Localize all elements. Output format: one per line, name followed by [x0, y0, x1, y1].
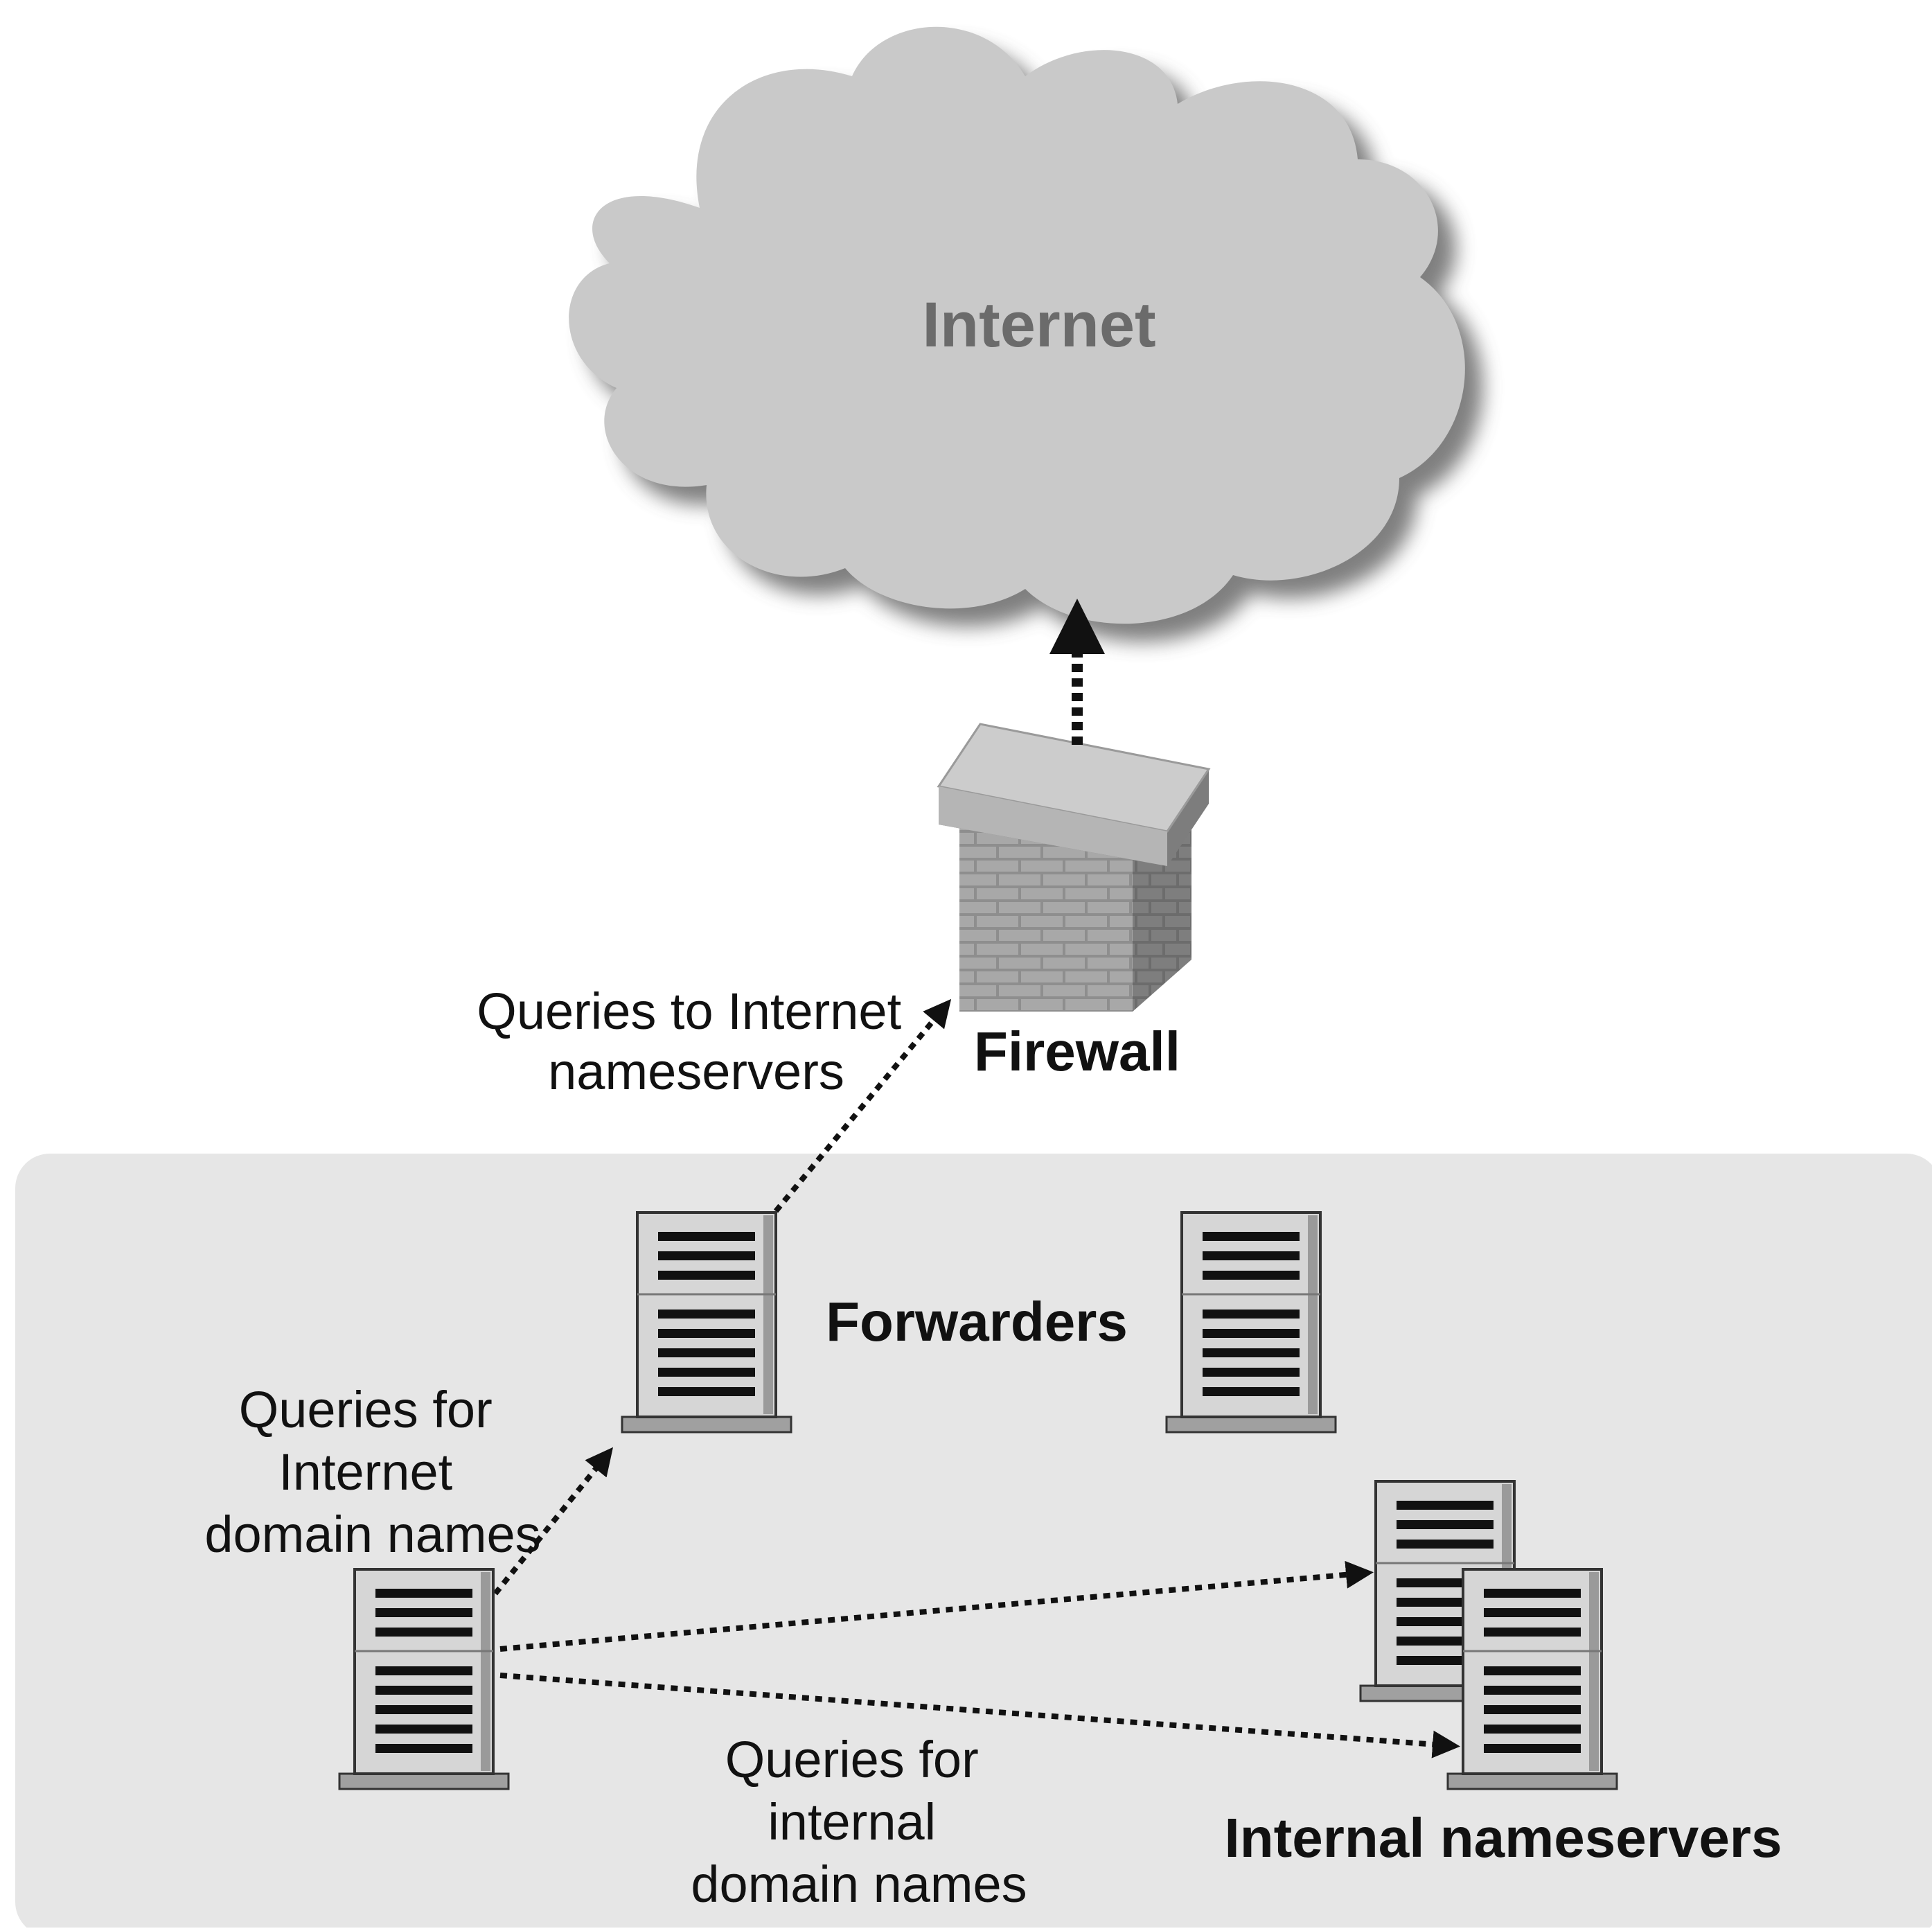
- servers-group: [338, 1211, 1618, 1790]
- firewall-label: Firewall: [974, 1021, 1180, 1082]
- queries-internet-domains-line-1: Queries for: [239, 1381, 493, 1438]
- queries-internal-domains-line-1: Queries for: [725, 1731, 979, 1788]
- forwarders-label: Forwarders: [826, 1291, 1128, 1352]
- queries-internal-domains-line-2: internal: [768, 1793, 936, 1851]
- queries-to-internet-line-1: Queries to Internet: [477, 982, 901, 1040]
- internet-cloud: Internet: [569, 26, 1483, 642]
- cloud-label: Internet: [922, 290, 1155, 360]
- firewall-icon: [937, 723, 1211, 1012]
- forwarder-server-1-icon: [621, 1211, 792, 1434]
- queries-internal-domains-label: Queries for internal domain names: [691, 1731, 1027, 1913]
- internal-nameservers-label: Internal nameservers: [1225, 1807, 1782, 1869]
- queries-internet-domains-line-3: domain names: [204, 1506, 540, 1563]
- client-server-icon: [338, 1568, 510, 1790]
- internal-nameserver-2-icon: [1446, 1568, 1618, 1790]
- queries-internet-domains-line-2: Internet: [278, 1443, 452, 1501]
- queries-to-internet-line-2: nameservers: [548, 1043, 844, 1100]
- forwarder-server-2-icon: [1165, 1211, 1337, 1434]
- queries-internal-domains-line-3: domain names: [691, 1855, 1027, 1913]
- arrow-forwarder-to-firewall: [773, 998, 952, 1213]
- arrow-client-to-internal-ns-1: [499, 1560, 1374, 1652]
- queries-to-internet-label: Queries to Internet nameservers: [477, 982, 915, 1100]
- queries-internet-domains-label: Queries for Internet domain names: [204, 1381, 540, 1563]
- arrow-client-to-forwarder: [493, 1447, 614, 1596]
- arrow-client-to-internal-ns-2: [499, 1673, 1460, 1758]
